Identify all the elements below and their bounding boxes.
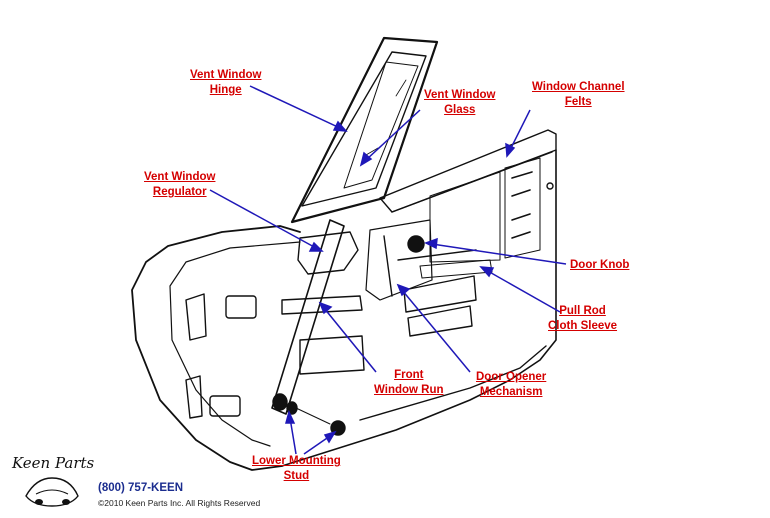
label-vent-window-glass[interactable]: Vent Window Glass: [424, 88, 495, 118]
label-line: Front: [394, 369, 424, 381]
label-vent-window-regulator[interactable]: Vent Window Regulator: [144, 170, 215, 200]
leader-lines: [209, 85, 567, 455]
label-line: Vent Window: [144, 171, 216, 183]
label-line: Mechanism: [479, 386, 543, 398]
label-line: Felts: [564, 96, 592, 108]
logo-script: Keen Parts: [11, 454, 95, 472]
door-drawing: [131, 36, 557, 471]
phone-number[interactable]: (800) 757-KEEN: [98, 482, 184, 494]
label-line: Stud: [283, 470, 310, 482]
label-line: Glass: [444, 104, 476, 116]
label-line: Vent Window: [424, 89, 496, 101]
label-line: Cloth Sleeve: [548, 320, 618, 332]
keen-parts-logo: Keen Parts: [11, 454, 95, 507]
label-front-window-run[interactable]: Front Window Run: [374, 368, 444, 398]
label-line: Regulator: [152, 186, 207, 198]
label-line: Pull Rod: [559, 305, 606, 317]
label-line: Hinge: [209, 84, 242, 96]
label-door-knob[interactable]: Door Knob: [570, 258, 629, 273]
label-line: Window Run: [374, 384, 444, 396]
label-vent-window-hinge[interactable]: Vent Window Hinge: [190, 68, 261, 98]
label-line: Door Opener: [476, 371, 547, 383]
label-line: Door Knob: [570, 259, 630, 271]
label-lower-mounting-stud[interactable]: Lower Mounting Stud: [252, 454, 341, 484]
label-line: Window Channel: [532, 81, 625, 93]
copyright-notice: ©2010 Keen Parts Inc. All Rights Reserve…: [98, 498, 261, 508]
label-door-opener-mechanism[interactable]: Door Opener Mechanism: [476, 370, 546, 400]
label-line: Lower Mounting: [252, 455, 341, 467]
label-pull-rod-cloth-sleeve[interactable]: Pull Rod Cloth Sleeve: [548, 304, 617, 334]
label-line: Vent Window: [190, 69, 262, 81]
label-window-channel-felts[interactable]: Window Channel Felts: [532, 80, 625, 110]
